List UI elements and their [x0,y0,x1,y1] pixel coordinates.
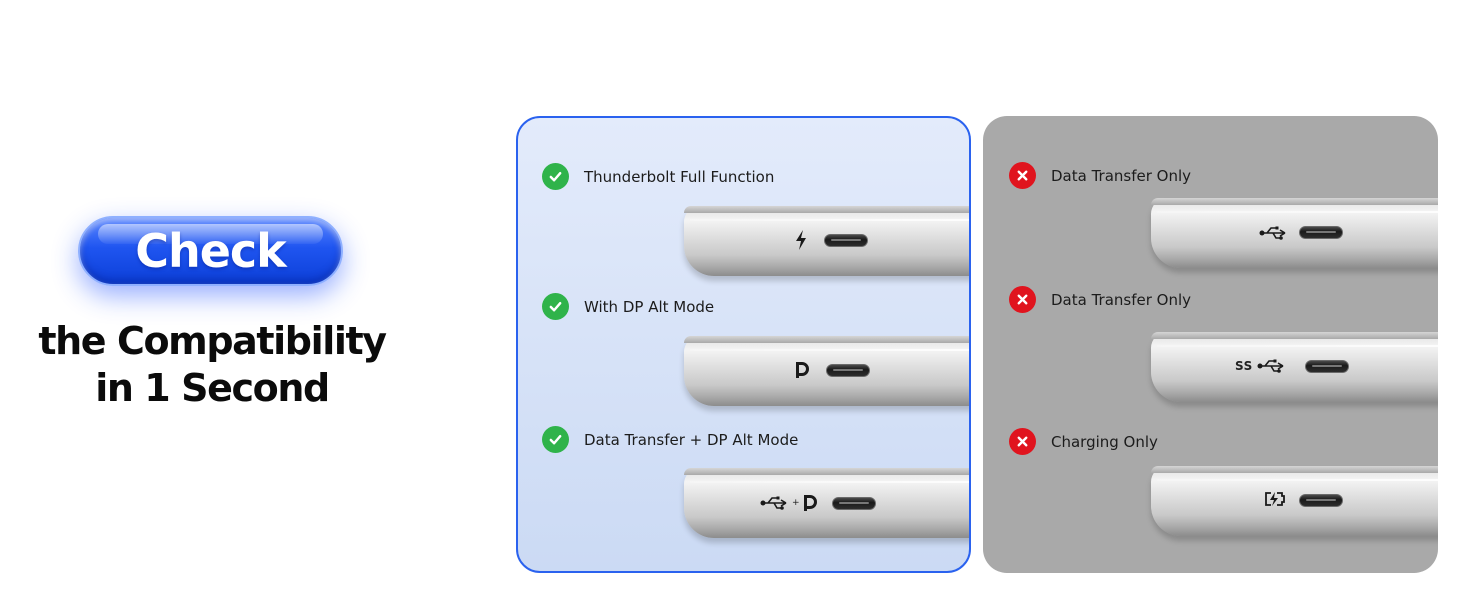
usb-c-port [824,234,868,247]
usb-icon [1259,226,1289,240]
laptop-edge [1151,466,1438,536]
headline-line-1: the Compatibility [38,319,387,363]
battery-charging-icon [1264,491,1286,507]
check-badge-label: Check [135,224,287,278]
usb-c-port [1299,494,1343,507]
row-label: Data Transfer Only [1051,290,1192,309]
check-icon [542,163,569,190]
check-badge: Check [78,216,343,286]
laptop-edge [684,206,969,276]
superspeed-usb-icon: SS [1235,359,1287,373]
check-icon [542,426,569,453]
compatible-row-thunderbolt: Thunderbolt Full Function [542,163,774,190]
usb-icon [760,496,787,510]
laptop-edge [1151,198,1438,268]
limited-row-data-only: Data Transfer Only [1009,162,1191,189]
usb-c-port [826,364,870,377]
laptop-edge: SS [1151,332,1438,402]
row-label: Charging Only [1051,432,1158,451]
cross-icon [1009,162,1036,189]
displayport-icon [794,361,810,379]
compatible-ports-panel: Thunderbolt Full Function With DP Alt Mo… [516,116,971,573]
plus-sign: + [792,498,800,508]
headline: the Compatibility in 1 Second [30,318,394,412]
check-icon [542,293,569,320]
laptop-edge: + [684,468,969,538]
cross-icon [1009,428,1036,455]
limited-row-charging-only: Charging Only [1009,428,1158,455]
compatible-row-dp-alt-mode: With DP Alt Mode [542,293,714,320]
laptop-edge [684,336,969,406]
superspeed-label: SS [1235,359,1253,373]
limited-ports-panel: Data Transfer Only Data Transfer Only SS… [983,116,1438,573]
thunderbolt-icon [794,230,808,250]
usb-and-displayport-icons: + [760,494,818,512]
row-label: Data Transfer + DP Alt Mode [584,430,799,449]
displayport-icon [803,495,817,511]
usb-c-port [832,497,876,510]
usb-c-port [1305,360,1349,373]
limited-row-data-only-ss: Data Transfer Only [1009,286,1191,313]
usb-c-port [1299,226,1343,239]
row-label: Data Transfer Only [1051,166,1192,185]
headline-line-2: in 1 Second [95,366,330,410]
compatible-row-data-dp: Data Transfer + DP Alt Mode [542,426,798,453]
row-label: Thunderbolt Full Function [584,167,775,186]
row-label: With DP Alt Mode [584,297,715,316]
cross-icon [1009,286,1036,313]
